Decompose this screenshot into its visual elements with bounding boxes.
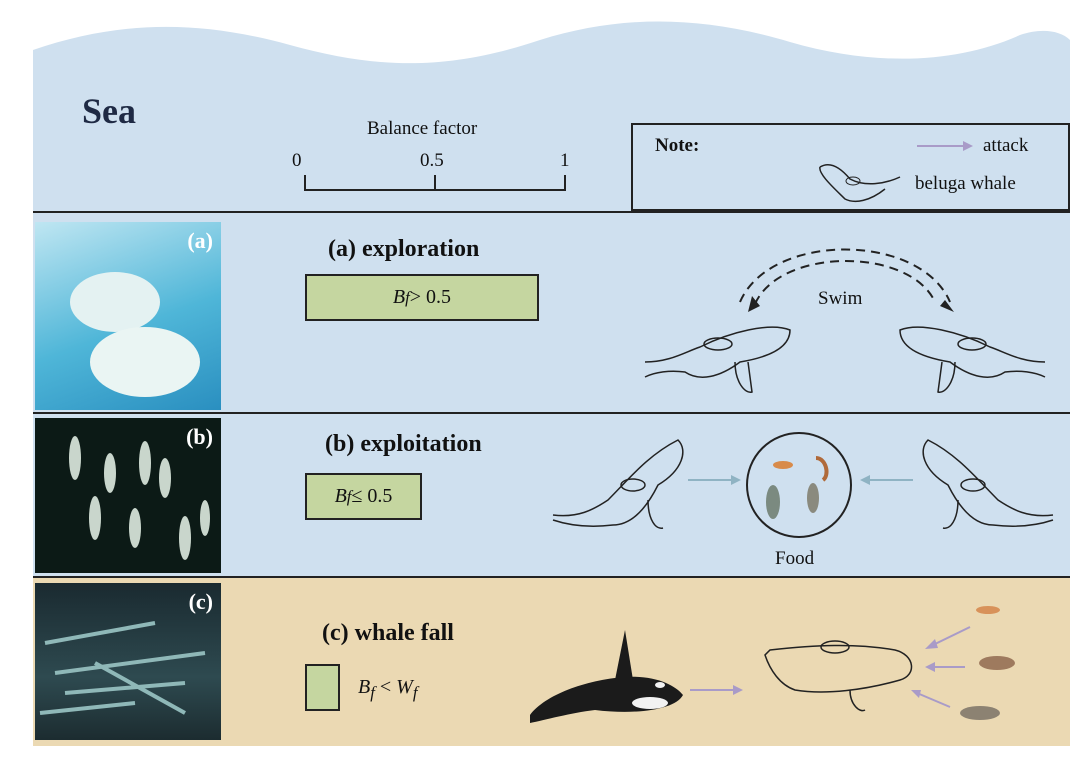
fish-icon [766,456,829,519]
balance-scale [304,175,566,191]
beluga-whale-icon [552,439,684,529]
note-label: Note: [655,135,700,156]
photo-label: (b) [186,424,213,449]
scale-tick-1: 1 [560,150,570,171]
panel-title-exploration: (a) exploration [328,236,480,262]
scale-tick-05: 0.5 [420,150,444,171]
condition-box-whale-fall [305,664,340,711]
beluga-whale-icon [922,439,1054,529]
panel-title-whale-fall: (c) whale fall [322,620,454,646]
food-arrow-icon [860,475,913,485]
photo-belugas-b: (b) [35,418,221,573]
beluga-whale-icon [899,326,1046,393]
attack-arrow-icon [917,141,973,151]
whale-fall-diagram [530,606,1015,723]
divider [33,211,1070,213]
attack-arrow-icon [911,690,951,708]
attack-label: attack [983,135,1029,156]
scale-label: Balance factor [367,118,478,139]
attack-arrow-icon [925,626,971,649]
beluga-whale-icon [819,163,901,202]
swim-label: Swim [818,288,863,309]
fish-icon [960,606,1015,720]
food-circle [746,432,852,538]
photo-whale-fall: (c) [35,583,221,740]
attack-arrow-icon [690,685,743,695]
whale-fall-condition: Bf < Wf [358,676,418,702]
beluga-whale-icon [644,326,791,393]
orca-icon [530,630,683,723]
divider [33,412,1070,414]
photo-label: (a) [187,228,213,253]
note-box: Note: attack beluga whale [631,123,1070,211]
divider [33,576,1070,578]
scale-tick-0: 0 [292,150,302,171]
photo-label: (c) [188,589,213,614]
food-arrow-icon [688,475,741,485]
attack-arrow-icon [925,662,965,672]
sea-wave [33,21,1070,577]
panel-title-exploitation: (b) exploitation [325,431,482,457]
sea-title: Sea [82,91,136,131]
photo-belugas-a: (a) [35,222,221,410]
swim-diagram [644,248,1046,393]
food-label: Food [775,548,815,569]
foraging-diagram [552,432,1054,538]
beluga-label: beluga whale [915,173,1016,194]
dead-beluga-icon [764,640,913,712]
